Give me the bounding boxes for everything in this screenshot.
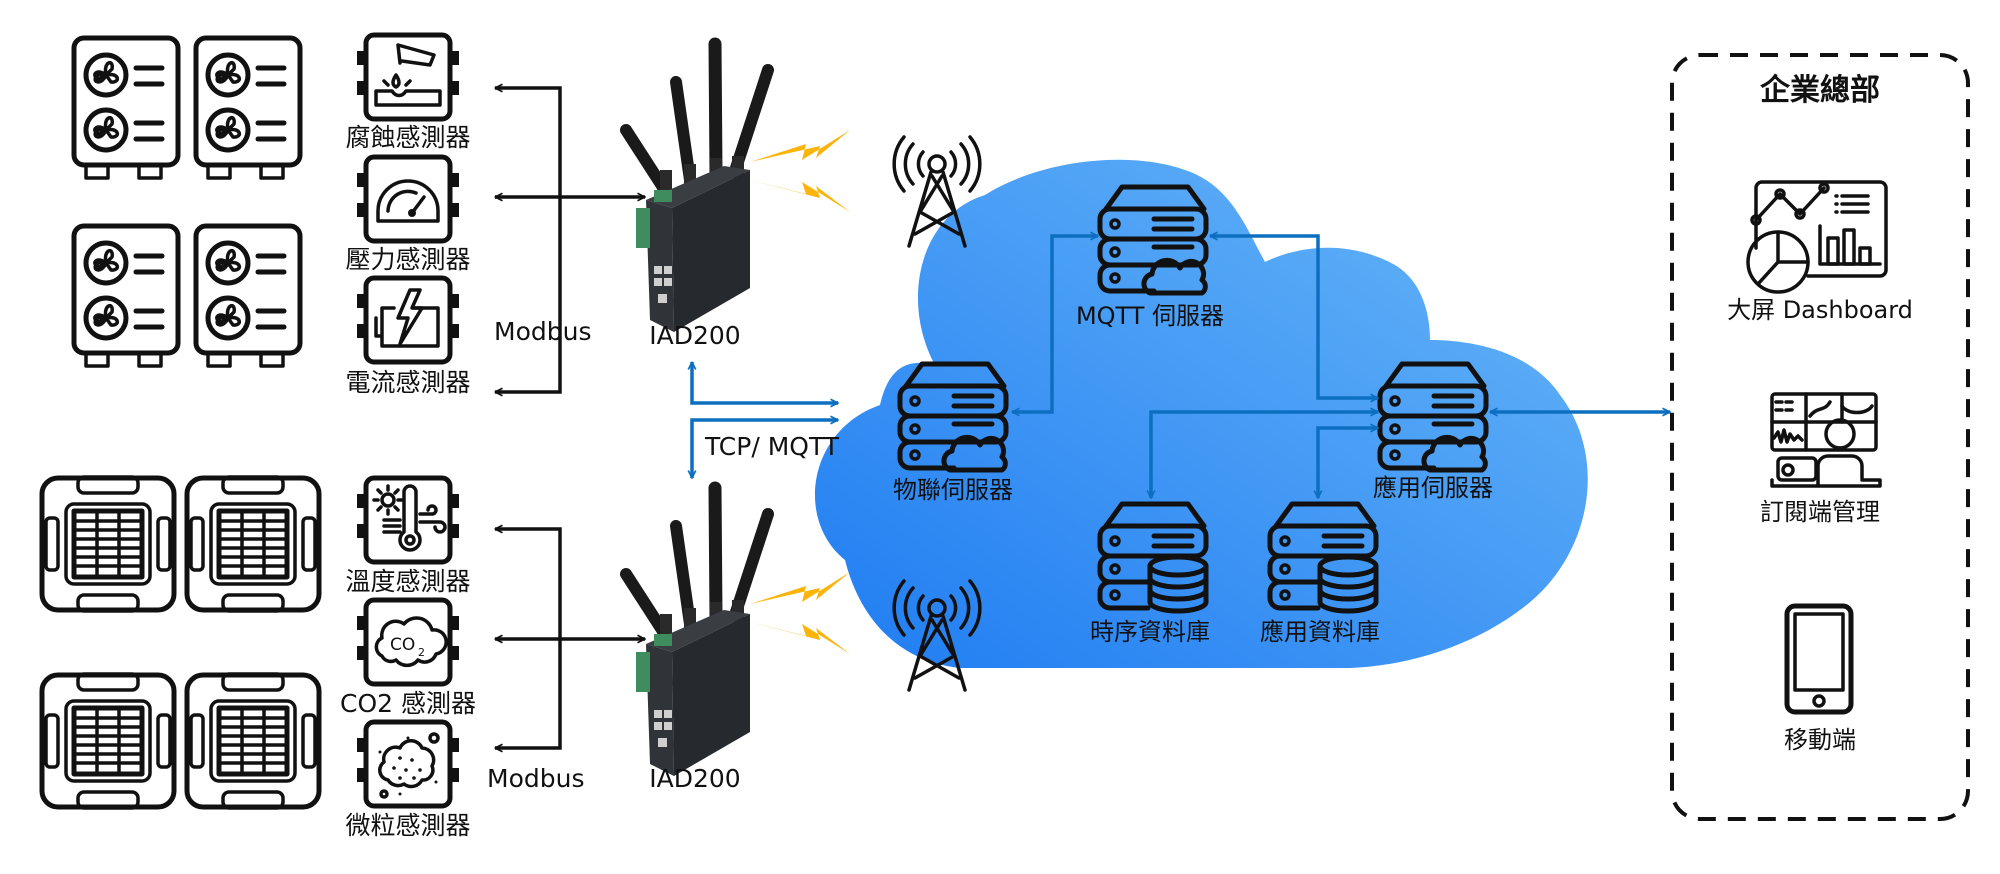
headquarters-border (1670, 53, 1970, 821)
cloud-links (1012, 236, 1670, 498)
ceiling-ac-units (42, 477, 319, 808)
server-label-appdb: 應用資料庫 (1260, 618, 1380, 646)
outdoor-ac-unit-icon (196, 226, 300, 366)
server-label-tsdb: 時序資料庫 (1090, 618, 1210, 646)
tcp-mqtt-links: TCP/ MQTT (692, 362, 840, 478)
wireless-signal-icon (750, 130, 850, 212)
server-label-mqtt: MQTT 伺服器 (1076, 302, 1224, 330)
particulate-sensor-icon (357, 722, 459, 806)
wireless-signal-icon (750, 572, 850, 654)
sensor-label: 腐蝕感測器 (345, 123, 470, 152)
uplink-arrow (692, 420, 838, 478)
svg-text:2: 2 (418, 646, 425, 659)
link-app-tsdb (1151, 412, 1378, 498)
mobile-phone-icon (1784, 603, 1854, 715)
headquarters-title: 企業總部 (1760, 73, 1880, 108)
modbus-label: Modbus (494, 317, 591, 346)
sensor-group-upper: 腐蝕感測器 壓力感測器 電流感測器 Modbus (345, 35, 645, 397)
ceiling-cassette-ac-icon (187, 674, 319, 808)
cloud-servers: 物聯伺服器 MQTT 伺服器 應用伺服器 時序資料庫 應用資料庫 (893, 187, 1493, 646)
monitoring-operator-icon (1770, 392, 1882, 488)
gateway-upper: IAD200 (626, 44, 982, 350)
link-app-appdb (1318, 428, 1378, 498)
client-label-dashboard: 大屏 Dashboard (1727, 296, 1913, 324)
outdoor-ac-unit-icon (74, 38, 178, 178)
uplink-arrow (692, 362, 838, 403)
client-label-subscriber: 訂閱端管理 (1760, 498, 1880, 526)
pressure-gauge-icon (357, 157, 459, 241)
gateway-lower: IAD200 (626, 488, 982, 793)
sensor-group-lower: 溫度感測器 CO 2 CO2 感測器 微粒感測器 Modbus (340, 478, 645, 840)
corrosion-sensor-icon (357, 35, 459, 119)
link-iot-mqtt (1012, 236, 1098, 412)
headquarters-panel: 企業總部 大屏 Dashboard (1670, 53, 1970, 821)
co2-cloud-icon: CO 2 (357, 600, 459, 684)
server-label-app: 應用伺服器 (1373, 474, 1493, 502)
ceiling-cassette-ac-icon (42, 674, 174, 808)
sensor-label: CO2 感測器 (340, 689, 476, 718)
outdoor-ac-units (74, 38, 300, 366)
modbus-label: Modbus (487, 764, 584, 793)
ceiling-cassette-ac-icon (42, 477, 174, 611)
sensor-label: 電流感測器 (345, 368, 470, 397)
outdoor-ac-unit-icon (196, 38, 300, 178)
sensor-label: 壓力感測器 (345, 245, 470, 274)
outdoor-ac-unit-icon (74, 226, 178, 366)
tcp-mqtt-label: TCP/ MQTT (704, 432, 840, 461)
link-mqtt-app (1210, 236, 1378, 398)
client-label-mobile: 移動端 (1784, 726, 1856, 754)
server-label-iot: 物聯伺服器 (893, 476, 1013, 504)
dashboard-charts-icon (1746, 180, 1888, 294)
current-battery-icon (357, 278, 459, 362)
sensor-label: 溫度感測器 (345, 567, 470, 596)
gateway-label: IAD200 (649, 764, 740, 793)
modbus-link (495, 88, 562, 392)
svg-text:CO: CO (390, 635, 415, 655)
gateway-router-icon (626, 44, 768, 332)
gateway-router-icon (626, 488, 768, 776)
sensor-label: 微粒感測器 (345, 811, 470, 840)
temperature-sensor-icon (357, 478, 459, 562)
ceiling-cassette-ac-icon (187, 477, 319, 611)
gateway-label: IAD200 (649, 321, 740, 350)
